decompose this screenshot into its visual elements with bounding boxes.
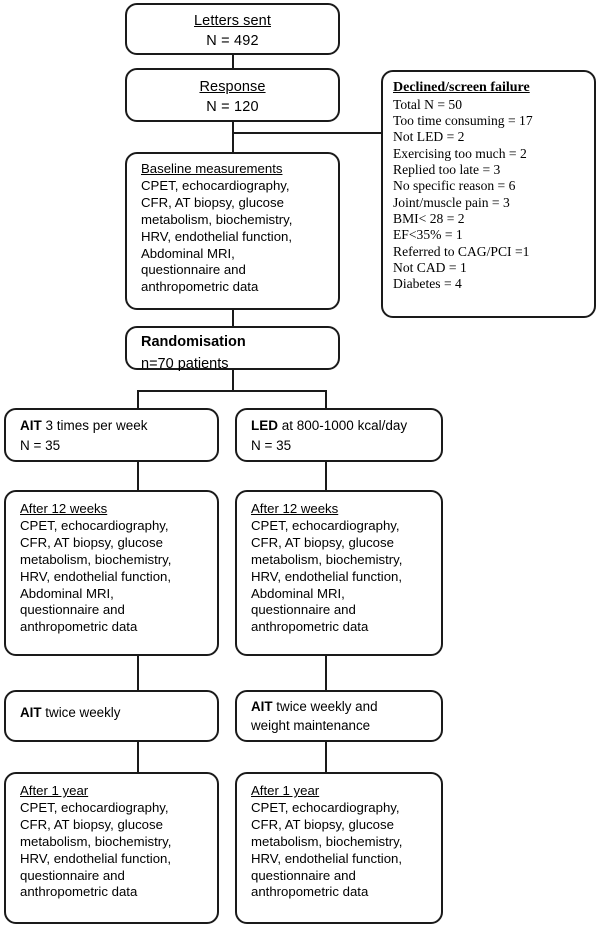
declined-line: Too time consuming = 17 (393, 113, 533, 129)
node-baseline-measurements[interactable]: Baseline measurements CPET, echocardiogr… (125, 152, 340, 310)
left-12weeks-line: HRV, endothelial function, (20, 568, 172, 584)
arm-right-title: LED at 800-1000 kcal/day (251, 416, 435, 436)
arm-right-desc: at 800-1000 kcal/day (278, 418, 408, 433)
connector-randomisation-split (137, 390, 327, 392)
right-12weeks-line: HRV, endothelial function, (251, 568, 403, 584)
arm-left-desc: 3 times per week (41, 418, 148, 433)
letters-sent-header: Letters sent (194, 13, 271, 29)
right-1year-line: CPET, echocardiography, (251, 800, 400, 815)
left-12weeks-line: questionnaire and (20, 602, 125, 618)
right-12weeks-line: questionnaire and (251, 602, 356, 618)
baseline-line: anthropometric data (141, 279, 259, 295)
left-1year-title: After 1 year (20, 783, 89, 798)
declined-line: Total N = 50 (393, 96, 463, 112)
node-left-after-1-year[interactable]: After 1 year CPET, echocardiography, CFR… (4, 772, 219, 924)
left-12weeks-line: CPET, echocardiography, (20, 518, 169, 533)
left-12weeks-line: Abdominal MRI, (20, 585, 114, 601)
baseline-line: questionnaire and (141, 262, 246, 278)
baseline-line: metabolism, biochemistry, (141, 211, 293, 227)
declined-line: Replied too late = 3 (393, 162, 501, 178)
right-1year-line: metabolism, biochemistry, (251, 833, 403, 849)
connector-right-arm-to-12weeks (325, 462, 327, 490)
right-1year-line: questionnaire and (251, 867, 356, 883)
node-letters-sent[interactable]: Letters sent N = 492 (125, 3, 340, 55)
declined-line: BMI< 28 = 2 (393, 210, 465, 226)
declined-line: Referred to CAG/PCI =1 (393, 243, 530, 259)
right-maintenance-line2: weight maintenance (251, 717, 371, 733)
left-12weeks-line: anthropometric data (20, 619, 138, 635)
connector-left-12weeks-to-maintenance (137, 656, 139, 690)
connector-response-to-baseline (232, 122, 234, 154)
baseline-line: CFR, AT biopsy, glucose (141, 194, 284, 210)
left-1year-line: CPET, echocardiography, (20, 800, 169, 815)
right-1year-line: CFR, AT biopsy, glucose (251, 816, 394, 832)
left-1year-line: CFR, AT biopsy, glucose (20, 816, 163, 832)
declined-line: Not CAD = 1 (393, 259, 467, 275)
left-1year-line: questionnaire and (20, 867, 125, 883)
randomisation-title: Randomisation (141, 334, 246, 350)
connector-left-maintenance-to-1year (137, 742, 139, 772)
node-arm-left-header[interactable]: AIT 3 times per week N = 35 (4, 408, 219, 462)
connector-split-to-left-arm (137, 390, 139, 410)
letters-sent-value: N = 492 (206, 32, 259, 49)
node-response[interactable]: Response N = 120 (125, 68, 340, 122)
node-left-maintenance[interactable]: AIT twice weekly (4, 690, 219, 742)
baseline-title: Baseline measurements (141, 161, 283, 176)
node-right-maintenance[interactable]: AIT twice weekly and weight maintenance (235, 690, 443, 742)
right-maintenance-desc: twice weekly and (272, 699, 378, 714)
left-maintenance-code: AIT (20, 705, 42, 720)
left-1year-line: metabolism, biochemistry, (20, 833, 172, 849)
right-12weeks-title: After 12 weeks (251, 501, 339, 516)
left-12weeks-line: metabolism, biochemistry, (20, 551, 172, 567)
connector-baseline-to-randomisation (232, 310, 234, 328)
connector-letters-to-response (232, 54, 234, 68)
right-12weeks-line: anthropometric data (251, 619, 369, 635)
right-12weeks-line: Abdominal MRI, (251, 585, 345, 601)
node-randomisation[interactable]: Randomisation n=70 patients (125, 326, 340, 372)
connector-right-12weeks-to-maintenance (325, 656, 327, 690)
left-1year-line: anthropometric data (20, 884, 138, 900)
connector-randomisation-stem (232, 368, 234, 392)
right-12weeks-line: CFR, AT biopsy, glucose (251, 534, 394, 550)
left-maintenance-desc: twice weekly (41, 705, 121, 720)
right-1year-line: HRV, endothelial function, (251, 850, 403, 866)
node-declined-screen-failure[interactable]: Declined/screen failure Total N = 50 Too… (381, 70, 596, 318)
declined-line: Not LED = 2 (393, 129, 465, 145)
left-1year-line: HRV, endothelial function, (20, 850, 172, 866)
right-1year-line: anthropometric data (251, 884, 369, 900)
declined-line: Exercising too much = 2 (393, 145, 527, 161)
connector-response-to-declined (232, 132, 382, 134)
declined-line: Joint/muscle pain = 3 (393, 194, 510, 210)
connector-split-to-right-arm (325, 390, 327, 410)
declined-line: No specific reason = 6 (393, 178, 516, 194)
right-maintenance-code: AIT (251, 699, 273, 714)
connector-left-arm-to-12weeks (137, 462, 139, 490)
node-arm-right-header[interactable]: LED at 800-1000 kcal/day N = 35 (235, 408, 443, 462)
arm-right-code: LED (251, 418, 278, 433)
node-left-after-12-weeks[interactable]: After 12 weeks CPET, echocardiography, C… (4, 490, 219, 656)
left-12weeks-title: After 12 weeks (20, 501, 108, 516)
node-right-after-1-year[interactable]: After 1 year CPET, echocardiography, CFR… (235, 772, 443, 924)
left-maintenance-line1: AIT twice weekly (20, 704, 211, 723)
connector-right-maintenance-to-1year (325, 742, 327, 772)
declined-title: Declined/screen failure (393, 80, 530, 95)
right-12weeks-line: metabolism, biochemistry, (251, 551, 403, 567)
node-right-after-12-weeks[interactable]: After 12 weeks CPET, echocardiography, C… (235, 490, 443, 656)
right-12weeks-line: CPET, echocardiography, (251, 518, 400, 533)
arm-right-value: N = 35 (251, 437, 292, 453)
response-value: N = 120 (206, 98, 259, 115)
declined-line: Diabetes = 4 (393, 276, 462, 292)
arm-left-title: AIT 3 times per week (20, 416, 211, 436)
right-maintenance-line1: AIT twice weekly and (251, 698, 435, 717)
randomisation-count: n=70 patients (141, 355, 229, 372)
arm-left-value: N = 35 (20, 437, 61, 453)
baseline-line: CPET, echocardiography, (141, 178, 290, 193)
response-header: Response (199, 79, 266, 95)
baseline-line: Abdominal MRI, (141, 245, 235, 261)
declined-line: EF<35% = 1 (393, 227, 463, 243)
left-12weeks-line: CFR, AT biopsy, glucose (20, 534, 163, 550)
baseline-line: HRV, endothelial function, (141, 228, 293, 244)
arm-left-code: AIT (20, 418, 42, 433)
right-1year-title: After 1 year (251, 783, 320, 798)
